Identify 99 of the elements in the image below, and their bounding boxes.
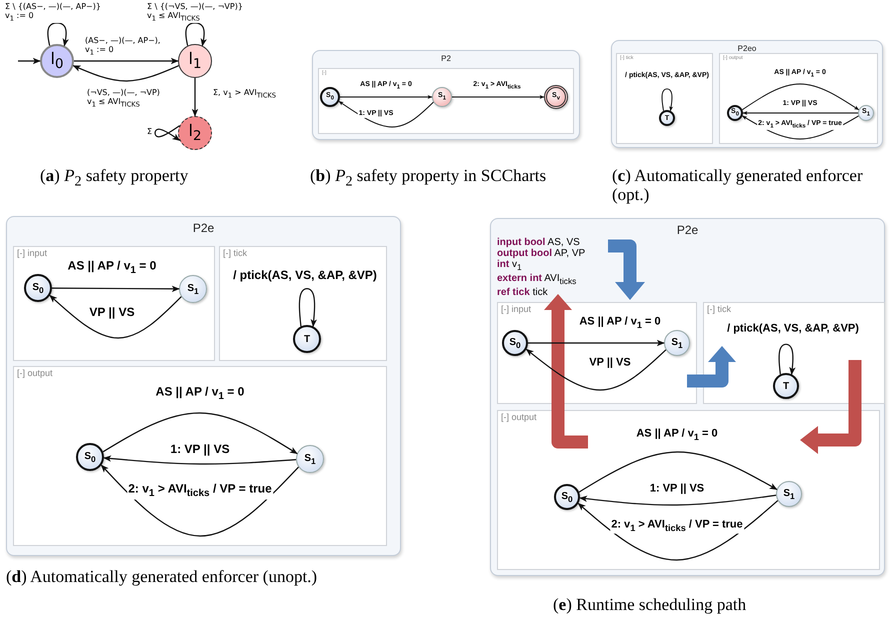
region-label: [-] input (17, 248, 48, 258)
region-label: [-] tick (707, 304, 731, 314)
transition-label: VP || VS (588, 356, 632, 370)
statechart-panel (611, 40, 883, 148)
transition-label: 2: v$_{1}$ > AVI$_{ticks}$ / VP = true (127, 482, 273, 500)
location-circle (40, 44, 74, 78)
caption: (b) P$_{2}$ safety property in SCCharts (310, 166, 548, 192)
state-circle (432, 87, 452, 107)
panel-title: P2 (441, 54, 451, 63)
transition-arrow (778, 344, 796, 376)
state-label: S$_{0}$ (561, 490, 573, 504)
transition-arrow (18, 58, 41, 64)
transition-arrow (52, 286, 180, 292)
transition-arrow (742, 111, 858, 115)
transition-arrow (102, 412, 298, 454)
statechart-panel (6, 216, 401, 556)
transition-label: / ptick(AS, VS, &AP, &VP) (232, 269, 378, 283)
state-circle (773, 373, 799, 399)
location-circle (178, 116, 212, 150)
state-label: l$_{1}$ (188, 49, 202, 73)
state-label: S$_{0}$ (84, 450, 96, 464)
declaration-line: input bool AS, VS (497, 237, 580, 248)
region-box (497, 410, 880, 570)
caption: (e) Runtime scheduling path (553, 595, 748, 614)
declaration-line: ref tick tick (497, 287, 548, 298)
panel-title: P2e (676, 223, 698, 237)
statechart-panel (312, 50, 580, 140)
region-box (13, 246, 215, 361)
state-circle (179, 275, 207, 303)
state-circle (293, 325, 321, 353)
transition-arrow (528, 340, 665, 346)
state-label: l$_{0}$ (50, 49, 64, 73)
statechart-panel (490, 218, 885, 576)
state-circle (296, 445, 324, 473)
state-circle (24, 274, 52, 302)
transition-arrow (578, 451, 778, 493)
transition-label: AS || AP / v$_{1}$ = 0 (635, 428, 719, 442)
transition-arrow (154, 125, 180, 141)
region-box (219, 246, 387, 361)
state-label: S$_{1}$ (671, 336, 683, 350)
region-label: [-] input (501, 304, 532, 314)
transition-label: Σ (146, 127, 154, 136)
state-circle (76, 443, 104, 471)
declaration-line: int v$_{1}$ (497, 259, 522, 273)
transition-label: AS || AP / v$_{1}$ = 0 (578, 316, 662, 330)
transition-arrow (340, 95, 432, 99)
state-circle (776, 481, 802, 507)
region-label: [-] tick (223, 248, 247, 258)
transition-label: 1: VP || VS (648, 482, 706, 496)
state-label: S$_{0}$ (509, 336, 521, 350)
transition-arrow (103, 455, 296, 465)
transition-arrow (100, 464, 299, 537)
transition-label: 1: VP || VS (169, 443, 231, 457)
caption: (c) Automatically generated enforcer (opt.) (612, 166, 864, 204)
panel-title: P2eo (738, 44, 756, 53)
state-label: S$_{1}$ (187, 282, 199, 296)
state-circle (502, 330, 528, 356)
transition-arrow (578, 500, 778, 561)
state-label: l$_{2}$ (188, 121, 202, 145)
transition-arrow (185, 22, 207, 46)
state-circle (664, 330, 690, 356)
region-box (13, 366, 387, 546)
transition-arrow (47, 22, 69, 46)
state-circle (858, 105, 874, 121)
state-circle (544, 85, 568, 109)
transition-label: VP || VS (88, 306, 136, 320)
region-box (318, 68, 574, 134)
transition-label: / ptick(AS, VS, &AP, &VP) (726, 322, 860, 336)
state-label: S$_{0}$ (32, 282, 44, 294)
state-circle (554, 484, 580, 510)
transition-arrow (72, 65, 179, 82)
state-label: T (782, 380, 790, 392)
transition-arrow (662, 88, 674, 112)
transition-label: Σ, v$_{1}$ > AVI$_{TICKS}$ (212, 88, 277, 100)
declaration-line: output bool AP, VP (497, 248, 586, 259)
state-label: T (304, 334, 310, 344)
region-box (616, 53, 713, 144)
declaration-line: extern int AVI$_{ticks}$ (497, 273, 576, 287)
region-label: [-] output (17, 368, 53, 378)
state-circle (320, 87, 340, 107)
transition-arrow (74, 58, 179, 64)
transition-arrow (298, 288, 317, 328)
transition-arrow (526, 348, 666, 391)
state-circle (727, 105, 743, 121)
transition-arrow (742, 84, 860, 110)
state-circle (659, 110, 675, 126)
transition-label: 2: v$_{1}$ > AVI$_{ticks}$ / VP = true (610, 518, 744, 534)
region-label: [-] output (501, 412, 537, 422)
transition-arrow (452, 95, 544, 99)
location-circle (178, 44, 212, 78)
transition-arrow (579, 494, 776, 506)
transition-arrow (192, 78, 198, 117)
caption: (a) P$_{2}$ safety property (40, 166, 190, 192)
state-label: S$_{1}$ (783, 488, 795, 500)
panel-title: P2e (192, 221, 214, 235)
transition-arrow (338, 100, 434, 128)
caption: (d) Automatically generated enforcer (unopt.) (6, 567, 318, 586)
state-label: S$_{1}$ (304, 452, 316, 466)
transition-arrow (49, 294, 182, 339)
